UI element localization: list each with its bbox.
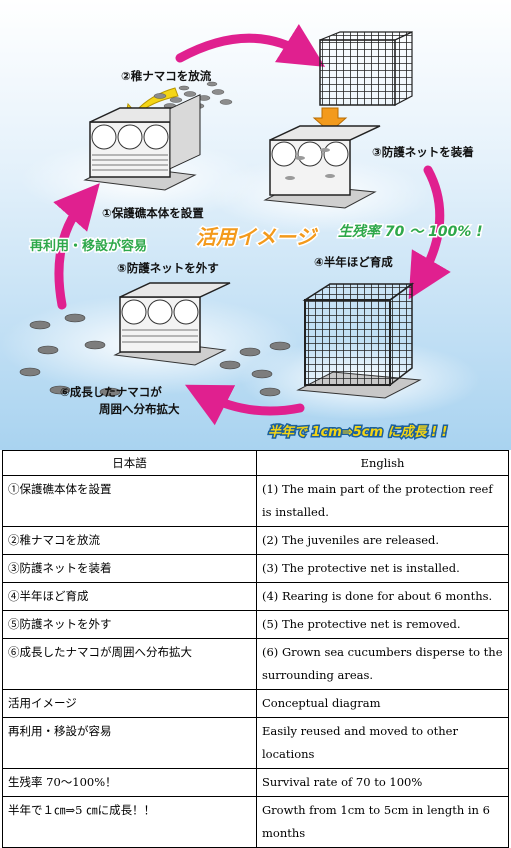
cell-english: (2) The juveniles are released. <box>256 526 509 555</box>
step-6-label-line1: ⑥成長したナマコが <box>60 385 162 399</box>
table-row: ④半年ほど育成(4) Rearing is done for about 6 m… <box>2 582 509 611</box>
table-row: ①保護礁本体を設置(1) The main part of the protec… <box>2 475 509 527</box>
growth-label: 半年で 1cm⇒5cm に成長 ! ! <box>268 424 448 440</box>
reef-unit-1 <box>83 94 201 191</box>
cell-english: (3) The protective net is installed. <box>256 554 509 583</box>
conceptual-diagram: ②稚ナマコを放流 ③防護ネットを装着 ①保護礁本体を設置 ④半年ほど育成 ⑤防護… <box>0 0 511 450</box>
table-row: 生残率 70～100%！Survival rate of 70 to 100% <box>2 768 509 797</box>
table-row: ⑤防護ネットを外す(5) The protective net is remov… <box>2 610 509 639</box>
cell-english: (6) Grown sea cucumbers disperse to the … <box>256 638 509 690</box>
step-2-label: ②稚ナマコを放流 <box>121 69 212 83</box>
step-4-label: ④半年ほど育成 <box>314 255 393 269</box>
cell-japanese: 半年で１㎝⇒5 ㎝に成長！！ <box>2 796 257 848</box>
step-3-label: ③防護ネットを装着 <box>372 145 474 159</box>
cell-english: Easily reused and moved to other locatio… <box>256 717 509 769</box>
header-japanese: 日本語 <box>2 450 257 476</box>
cell-english: Conceptual diagram <box>256 689 509 718</box>
cell-japanese: ④半年ほど育成 <box>2 582 257 611</box>
table-header-row: 日本語 English <box>2 450 509 476</box>
translation-table: 日本語 English ①保護礁本体を設置(1) The main part o… <box>2 450 509 848</box>
arrow-bottom <box>184 384 305 426</box>
step-6-label-line2: 周囲へ分布拡大 <box>99 402 180 416</box>
header-english: English <box>256 450 509 476</box>
cell-english: (5) The protective net is removed. <box>256 610 509 639</box>
reef-unit-3 <box>296 282 422 399</box>
net-install-arrow <box>312 107 348 133</box>
survival-label: 生残率 70 ～ 100% ! <box>338 223 483 240</box>
cell-english: Survival rate of 70 to 100% <box>256 768 509 797</box>
arrow-left <box>53 183 100 310</box>
arrow-right <box>408 165 451 300</box>
cell-english: (1) The main part of the protection reef… <box>256 475 509 527</box>
table-row: ③防護ネットを装着(3) The protective net is insta… <box>2 554 509 583</box>
cell-japanese: ③防護ネットを装着 <box>2 554 257 583</box>
cell-japanese: ①保護礁本体を設置 <box>2 475 257 527</box>
cycle-arrows <box>53 23 451 426</box>
step-1-label: ①保護礁本体を設置 <box>102 206 204 220</box>
cell-english: Growth from 1cm to 5cm in length in 6 mo… <box>256 796 509 848</box>
reuse-label: 再利用・移設が容易 <box>30 238 147 254</box>
step-5-label: ⑤防護ネットを外す <box>117 261 219 275</box>
center-label: 活用イメージ <box>196 225 319 249</box>
cell-japanese: ⑤防護ネットを外す <box>2 610 257 639</box>
table-row: ②稚ナマコを放流(2) The juveniles are released. <box>2 526 509 555</box>
table-row: ⑥成長したナマコが周囲へ分布拡大(6) Grown sea cucumbers … <box>2 638 509 690</box>
grown-sea-cucumbers <box>19 313 291 397</box>
cell-japanese: 活用イメージ <box>2 689 257 718</box>
cell-japanese: 再利用・移設が容易 <box>2 717 257 769</box>
cell-japanese: 生残率 70～100%！ <box>2 768 257 797</box>
reef-unit-4 <box>113 282 231 366</box>
cell-japanese: ②稚ナマコを放流 <box>2 526 257 555</box>
arrow-top <box>175 23 326 67</box>
cell-japanese: ⑥成長したナマコが周囲へ分布拡大 <box>2 638 257 690</box>
cell-english: (4) Rearing is done for about 6 months. <box>256 582 509 611</box>
table-row: 半年で１㎝⇒5 ㎝に成長！！Growth from 1cm to 5cm in … <box>2 796 509 848</box>
reef-unit-2 <box>263 31 413 209</box>
